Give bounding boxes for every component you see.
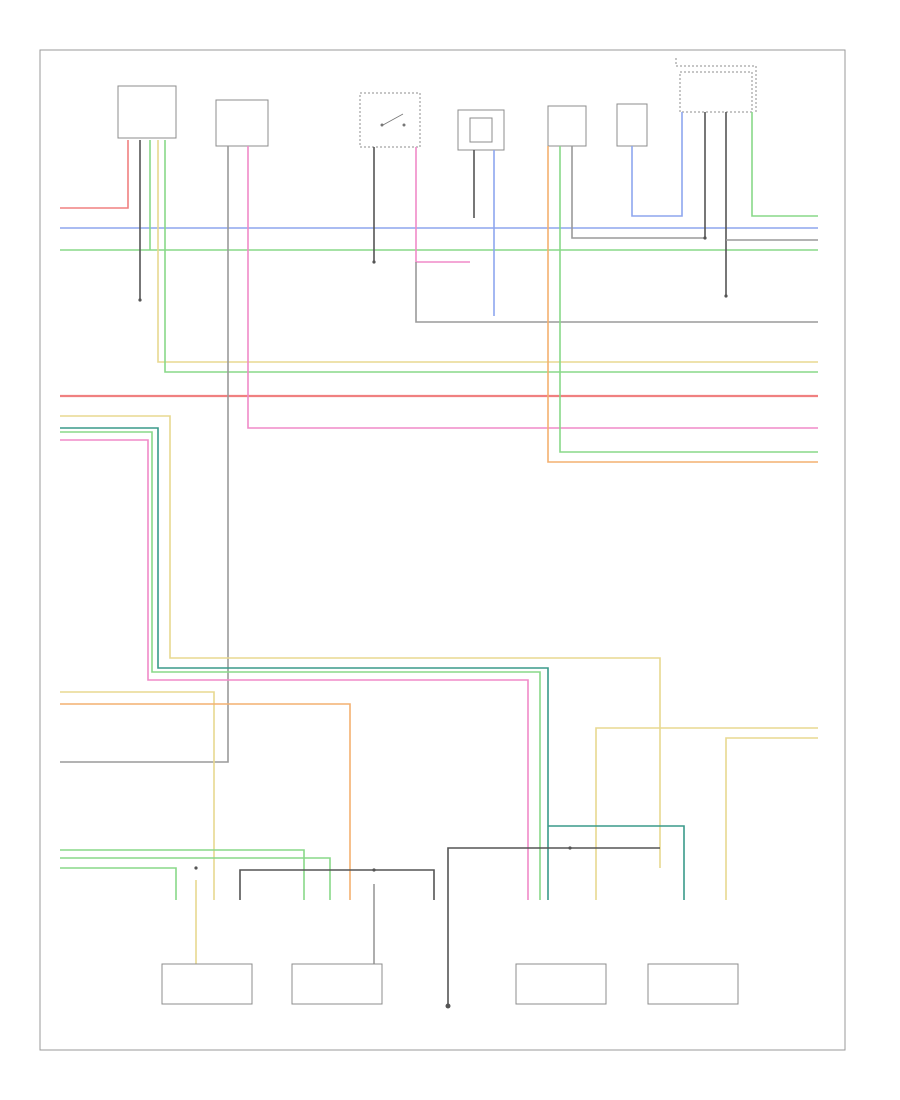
wire-blue-c6: [631, 112, 683, 217]
wire-black-c2: [60, 146, 229, 763]
wire-green-b3: [60, 867, 177, 900]
wire-ground-net2: [447, 847, 660, 900]
wire-orange-c5: [547, 146, 818, 463]
wire-teal-b4: [548, 825, 685, 900]
wire-green-c5: [559, 146, 818, 453]
wire-yellow-long: [60, 415, 661, 868]
bottom-component-4: [647, 963, 739, 1005]
top-component-3: [359, 92, 421, 148]
wire-green-b2: [60, 857, 331, 900]
wire-yellow-r2: [725, 737, 818, 900]
wire-pink-long: [60, 439, 529, 900]
wire-green-b1: [60, 849, 305, 900]
top-component-7: [675, 58, 757, 113]
wire-pink-c3: [415, 147, 470, 263]
bottom-component-1: [161, 963, 253, 1005]
wire-yellow-c1: [157, 140, 818, 363]
wire-green-long: [60, 431, 541, 900]
wire-teal-long: [60, 427, 549, 900]
top-component-5: [547, 105, 587, 147]
splice-dots: [138, 236, 728, 872]
wire-ground-net: [239, 869, 435, 900]
top-component-1: [117, 85, 177, 139]
wire-red-1: [60, 140, 129, 209]
wire-green-c7: [751, 112, 818, 217]
wire-yellow-r1: [595, 727, 818, 900]
top-component-4: [457, 109, 505, 151]
diagram-frame: [39, 49, 846, 1051]
top-component-6: [616, 103, 648, 147]
wire-gray-c3: [415, 262, 818, 323]
wire-orange-mid: [60, 691, 215, 900]
top-component-2: [215, 99, 269, 147]
wire-black-c5: [571, 146, 705, 239]
bottom-component-3: [515, 963, 607, 1005]
wire-green-c1b: [164, 140, 818, 373]
wire-orange-mid2: [60, 703, 351, 900]
bottom-component-2: [291, 963, 383, 1005]
ground-icon: [445, 1003, 451, 1009]
wire-group: [60, 112, 818, 1004]
wire-pink-c2: [247, 146, 818, 429]
